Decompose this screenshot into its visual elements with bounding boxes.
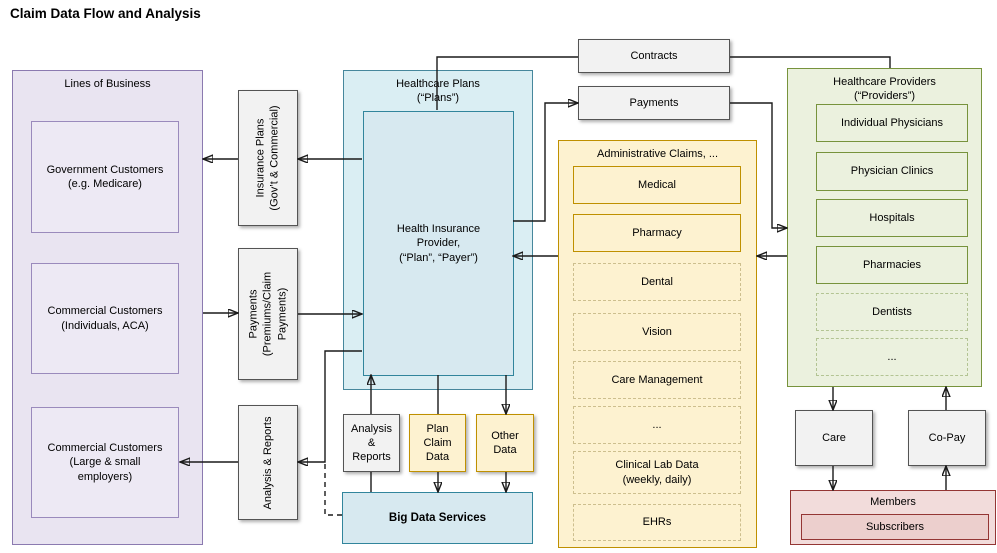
claims-care-management-box: Care Management — [573, 361, 741, 399]
analysis-reports-flow-box: Analysis & Reports — [238, 405, 298, 520]
healthcare-providers-container: Healthcare Providers (“Providers”) Indiv… — [787, 68, 982, 387]
big-data-services-box: Big Data Services — [342, 492, 533, 544]
insurance-plans-flow-label: Insurance Plans (Gov’t & Commercial) — [254, 105, 281, 211]
insurance-plans-flow-box: Insurance Plans (Gov’t & Commercial) — [238, 90, 298, 226]
provider-pharmacies-box: Pharmacies — [816, 246, 968, 284]
care-box: Care — [795, 410, 873, 466]
connector-contracts-to-providers — [730, 56, 891, 68]
payments-box: Payments — [578, 86, 730, 120]
claims-pharmacy-box: Pharmacy — [573, 214, 741, 252]
lines-of-business-label: Lines of Business — [64, 78, 151, 90]
other-data-box: Other Data — [476, 414, 534, 472]
health-insurance-provider-box: Health Insurance Provider, (“Plan”, “Pay… — [363, 111, 514, 376]
payments-premiums-flow-label: Payments (Premiums/Claim Payments) — [247, 271, 289, 357]
claims-medical-box: Medical — [573, 166, 741, 204]
claims-clinical-lab-box: Clinical Lab Data (weekly, daily) — [573, 451, 741, 494]
commercial-customers-individuals-box: Commercial Customers (Individuals, ACA) — [31, 263, 179, 374]
provider-dentists-box: Dentists — [816, 293, 968, 331]
payments-premiums-flow-box: Payments (Premiums/Claim Payments) — [238, 248, 298, 380]
copay-box: Co-Pay — [908, 410, 986, 466]
contracts-box: Contracts — [578, 39, 730, 73]
healthcare-plans-label: Healthcare Plans (“Plans”) — [396, 78, 480, 105]
healthcare-plans-container: Healthcare Plans (“Plans”) Health Insura… — [343, 70, 533, 390]
claims-more-box: ... — [573, 406, 741, 444]
administrative-claims-label: Administrative Claims, ... — [596, 148, 719, 160]
connector-bigdata-to-analysis-flow-dashed — [324, 464, 342, 516]
commercial-customers-employers-box: Commercial Customers (Large & small empl… — [31, 407, 179, 518]
administrative-claims-container: Administrative Claims, ... Medical Pharm… — [558, 140, 757, 548]
members-container: Members Subscribers — [790, 490, 996, 545]
analysis-reports-flow-label: Analysis & Reports — [261, 416, 274, 509]
claims-dental-box: Dental — [573, 263, 741, 301]
provider-more-box: ... — [816, 338, 968, 376]
diagram-title: Claim Data Flow and Analysis — [10, 6, 201, 21]
analysis-reports-box: Analysis & Reports — [343, 414, 400, 472]
members-label: Members — [870, 496, 916, 508]
healthcare-providers-label: Healthcare Providers (“Providers”) — [833, 76, 936, 103]
plan-claim-data-box: Plan Claim Data — [409, 414, 466, 472]
government-customers-box: Government Customers (e.g. Medicare) — [31, 121, 179, 233]
subscribers-box: Subscribers — [801, 514, 989, 540]
provider-hospitals-box: Hospitals — [816, 199, 968, 237]
claims-ehrs-box: EHRs — [573, 504, 741, 541]
provider-individual-physicians-box: Individual Physicians — [816, 104, 968, 142]
lines-of-business-container: Lines of Business Government Customers (… — [12, 70, 203, 545]
provider-physician-clinics-box: Physician Clinics — [816, 152, 968, 191]
claims-vision-box: Vision — [573, 313, 741, 351]
